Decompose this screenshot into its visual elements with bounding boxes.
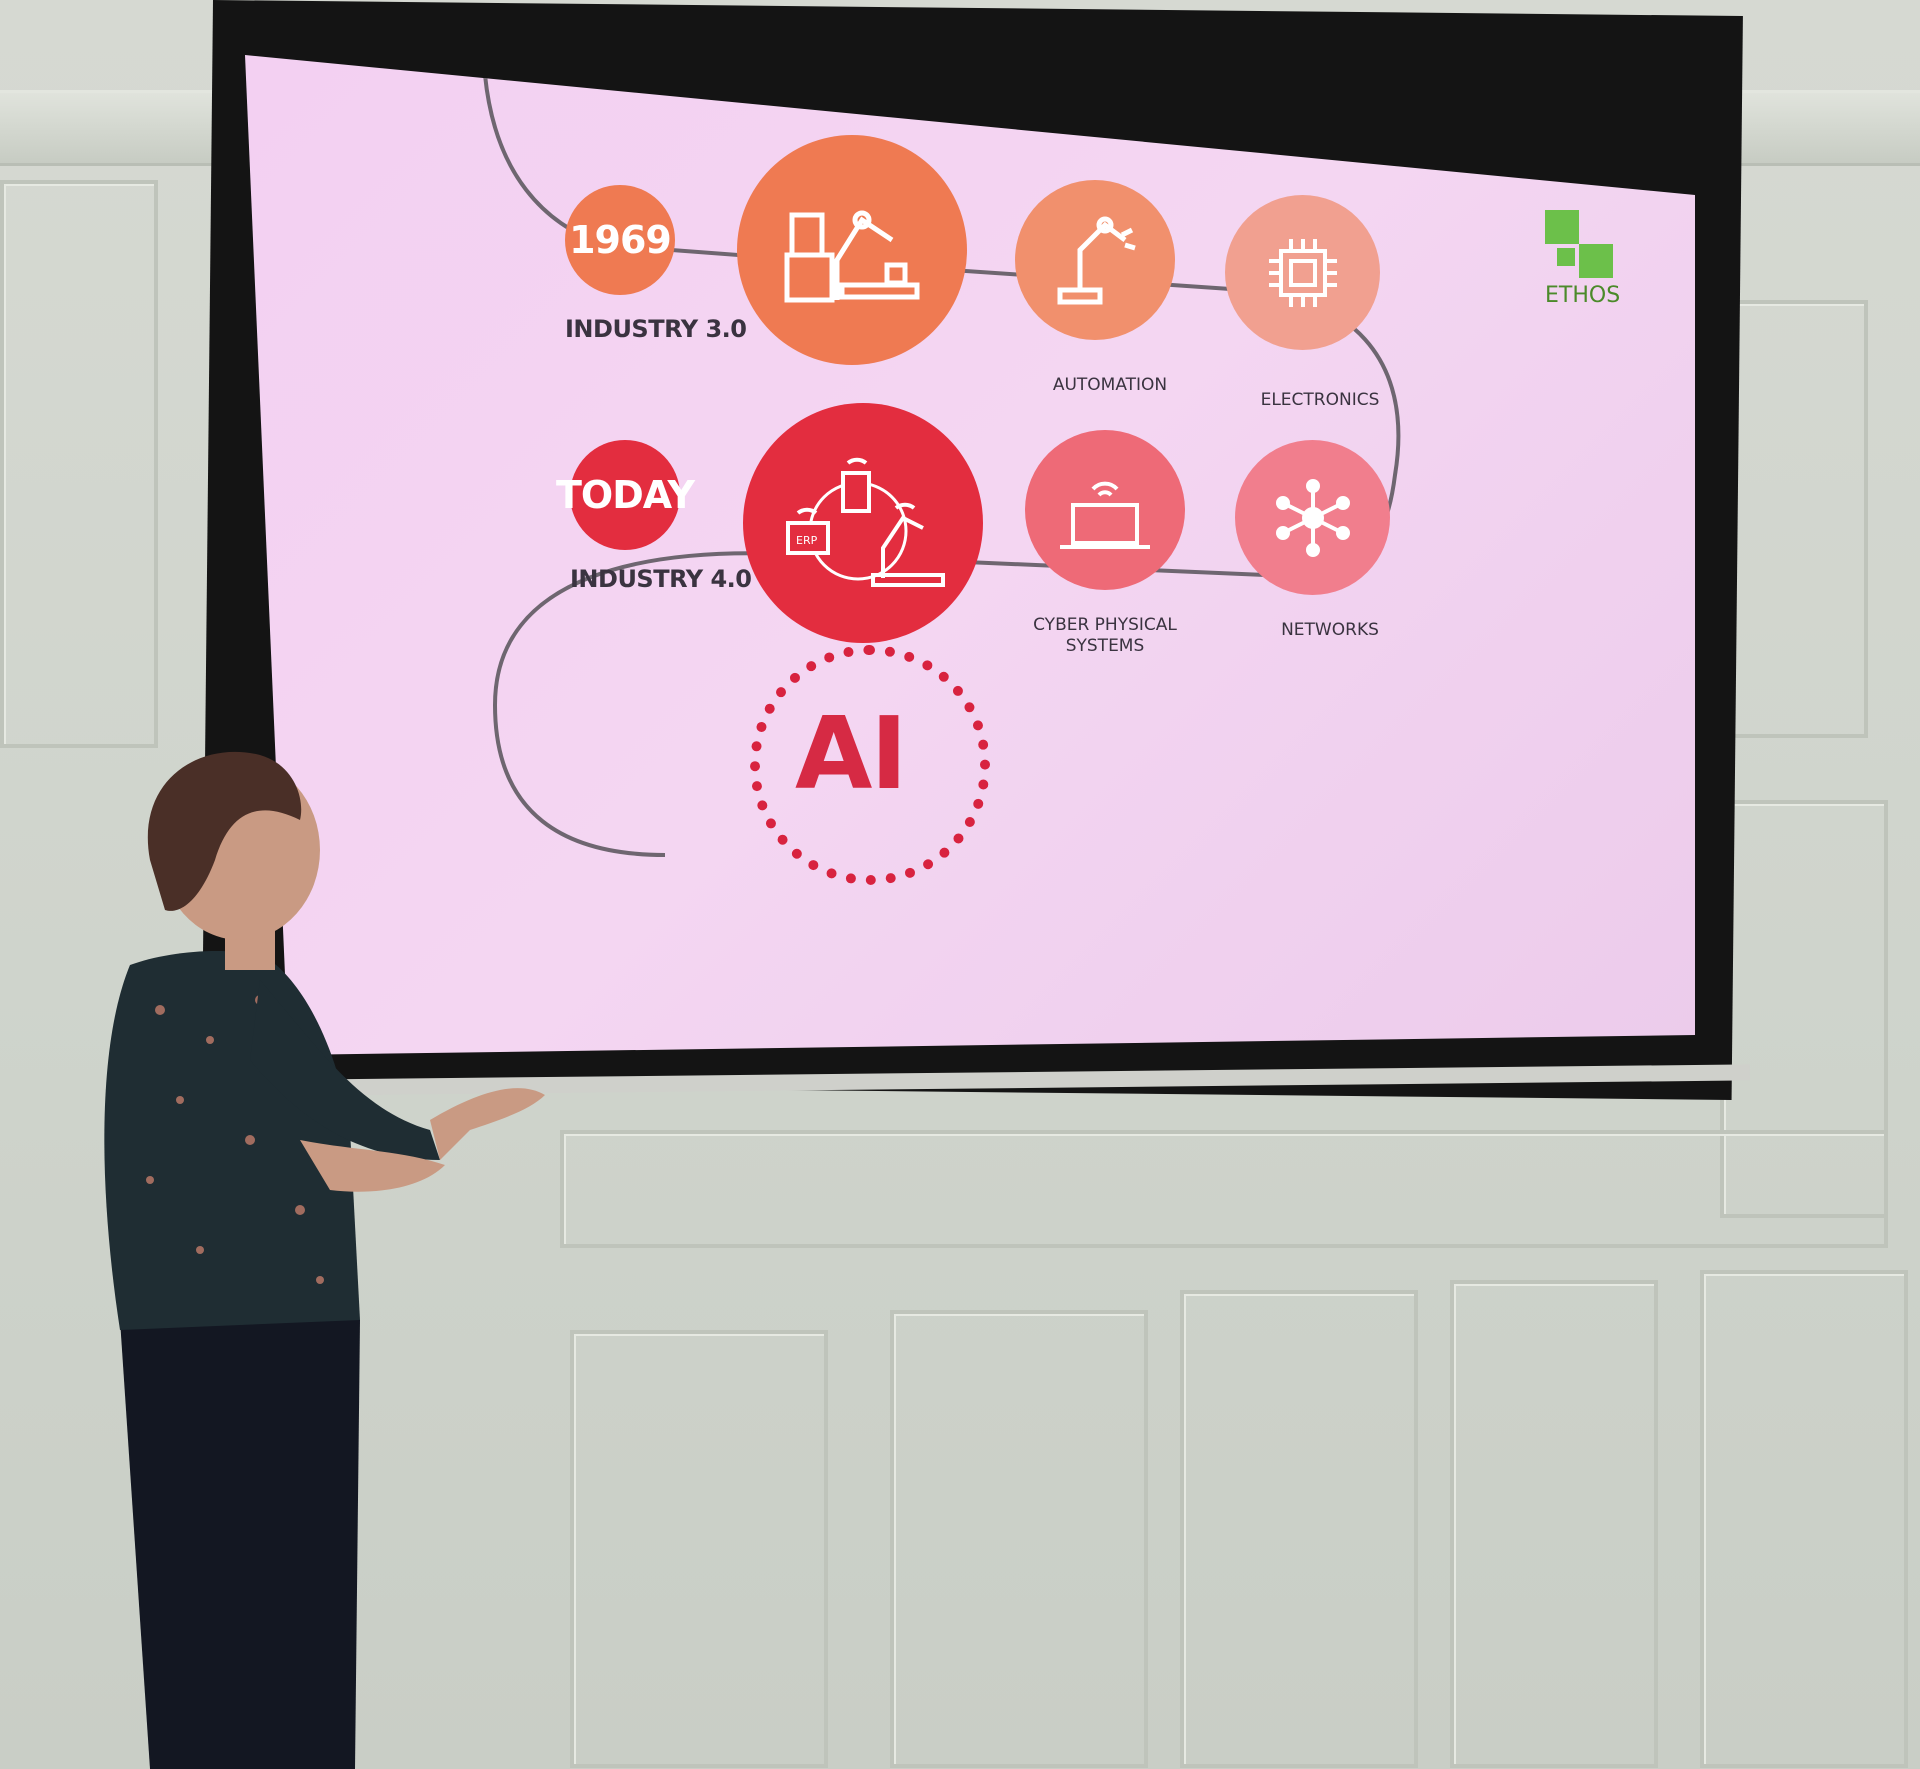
label-industry-3: INDUSTRY 3.0: [565, 315, 747, 343]
circle-1969: 1969: [565, 185, 675, 295]
circle-automation: [1015, 180, 1175, 340]
robot-arm-icon: [1057, 216, 1136, 305]
circle-industry4-connected: ERP: [743, 403, 983, 643]
wall-panel: [890, 1310, 1148, 1768]
label-networks: NETWORKS: [1281, 620, 1379, 640]
network-hub-icon: [1275, 478, 1350, 557]
circle-today: TODAY: [556, 440, 695, 550]
wall-panel: [560, 1130, 1888, 1248]
ai-dotted-ring: [750, 645, 990, 885]
circle-cyber-physical: [1025, 430, 1185, 590]
presentation-slide: 1969 INDUSTRY 3.0 AUTOMATION: [245, 55, 1695, 1055]
circle-industry3-robot: [737, 135, 967, 365]
circle-networks: [1235, 440, 1390, 595]
label-electronics: ELECTRONICS: [1260, 390, 1380, 410]
label-automation: AUTOMATION: [1052, 375, 1168, 395]
year-1969: 1969: [569, 218, 672, 262]
wall-panel: [1450, 1280, 1658, 1768]
circle-electronics: [1225, 195, 1380, 350]
ai-label: AI: [795, 695, 908, 812]
connected-factory-icon: ERP: [786, 457, 945, 587]
wall-panel: [570, 1330, 828, 1768]
label-cyber-physical-line2: SYSTEMS: [1065, 636, 1145, 656]
label-industry-4: INDUSTRY 4.0: [570, 565, 752, 593]
laptop-wifi-icon: [1060, 481, 1150, 549]
ethos-logo-icon: [1545, 210, 1613, 278]
label-cyber-physical: CYBER PHYSICAL SYSTEMS: [1015, 615, 1195, 657]
logo-text: ETHOS: [1545, 283, 1621, 308]
year-today: TODAY: [555, 473, 695, 517]
factory-robot-icon: [784, 210, 920, 303]
chip-icon: [1268, 238, 1337, 307]
wall-panel: [0, 180, 158, 748]
label-cyber-physical-line1: CYBER PHYSICAL: [1033, 615, 1177, 635]
wall-panel: [1700, 1270, 1908, 1768]
erp-label: ERP: [796, 534, 818, 547]
wall-panel: [1180, 1290, 1418, 1768]
